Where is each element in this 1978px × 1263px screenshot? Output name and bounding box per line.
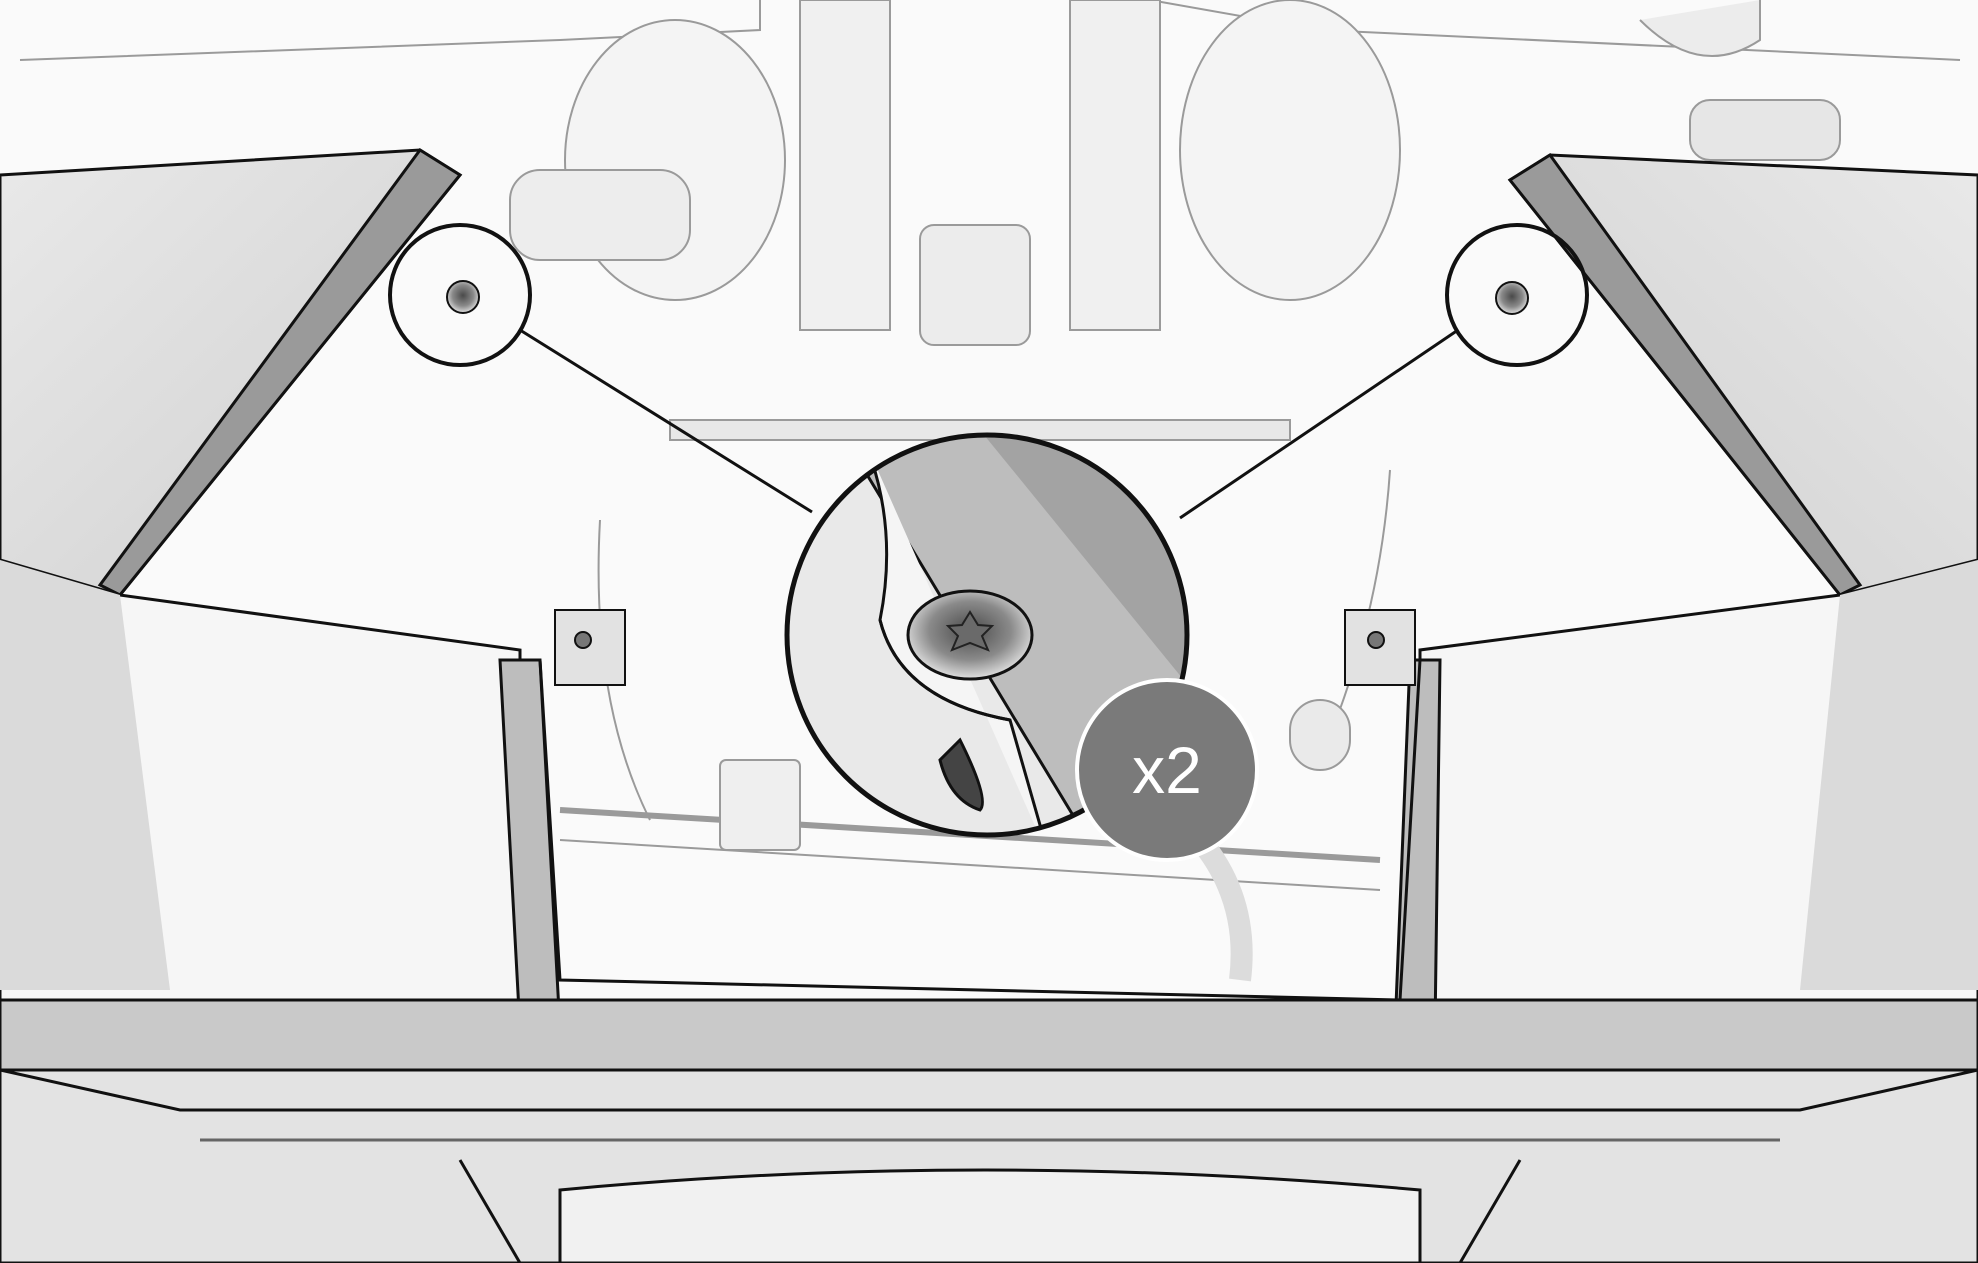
quantity-label: x2 xyxy=(1132,733,1202,807)
right-bolt-callout xyxy=(1445,223,1589,367)
right-bolt-icon xyxy=(1495,281,1529,315)
right-upper-trim-panel xyxy=(1507,152,1978,597)
leader-lines xyxy=(519,328,1459,520)
torx-drive-icon xyxy=(945,610,995,652)
right-lower-trim-panel xyxy=(1393,560,1978,1032)
left-lower-trim-panel xyxy=(0,560,562,1032)
front-bumper xyxy=(0,998,1978,1263)
tub-brackets xyxy=(554,609,1416,686)
left-bolt-icon xyxy=(446,280,480,314)
left-bolt-callout xyxy=(388,223,532,367)
quantity-badge: x2 xyxy=(1075,678,1259,862)
left-upper-trim-panel xyxy=(0,147,463,597)
